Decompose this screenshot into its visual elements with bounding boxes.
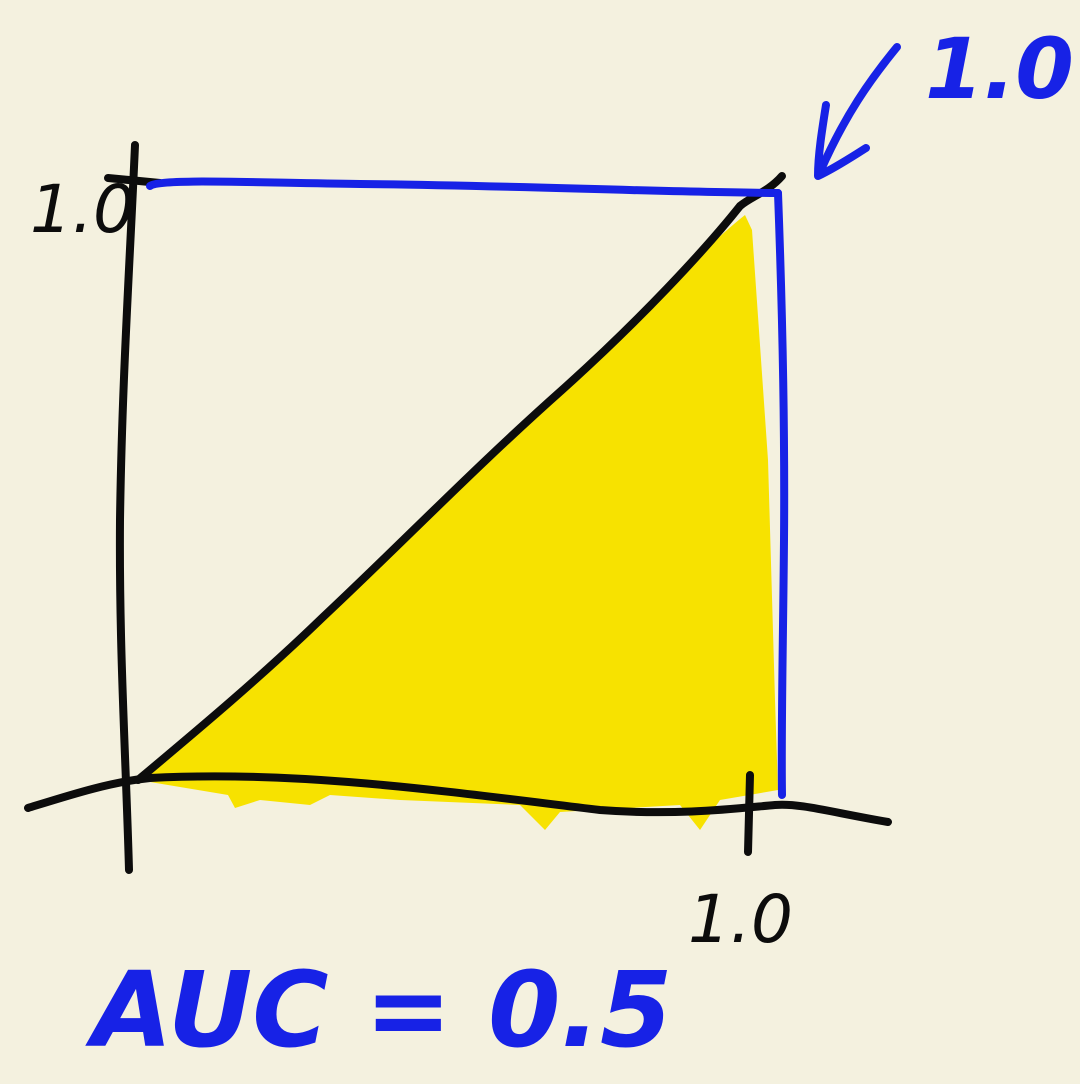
x-tick-label: 1.0 [688, 881, 793, 958]
perfect-roc-right-edge [774, 189, 789, 799]
arrow-icon [816, 43, 901, 176]
corner-annotation: 1.0 [925, 20, 1074, 118]
y-axis [115, 141, 139, 874]
x-axis [24, 772, 892, 826]
auc-label: AUC = 0.5 [85, 949, 672, 1071]
arrowhead-icon [814, 101, 870, 180]
auc-shaded-area [138, 215, 778, 830]
perfect-roc-top-edge [146, 177, 782, 197]
y-tick-label: 1.0 [30, 171, 135, 248]
roc-curve-diagonal [134, 172, 786, 784]
x-tick-right [744, 771, 754, 856]
